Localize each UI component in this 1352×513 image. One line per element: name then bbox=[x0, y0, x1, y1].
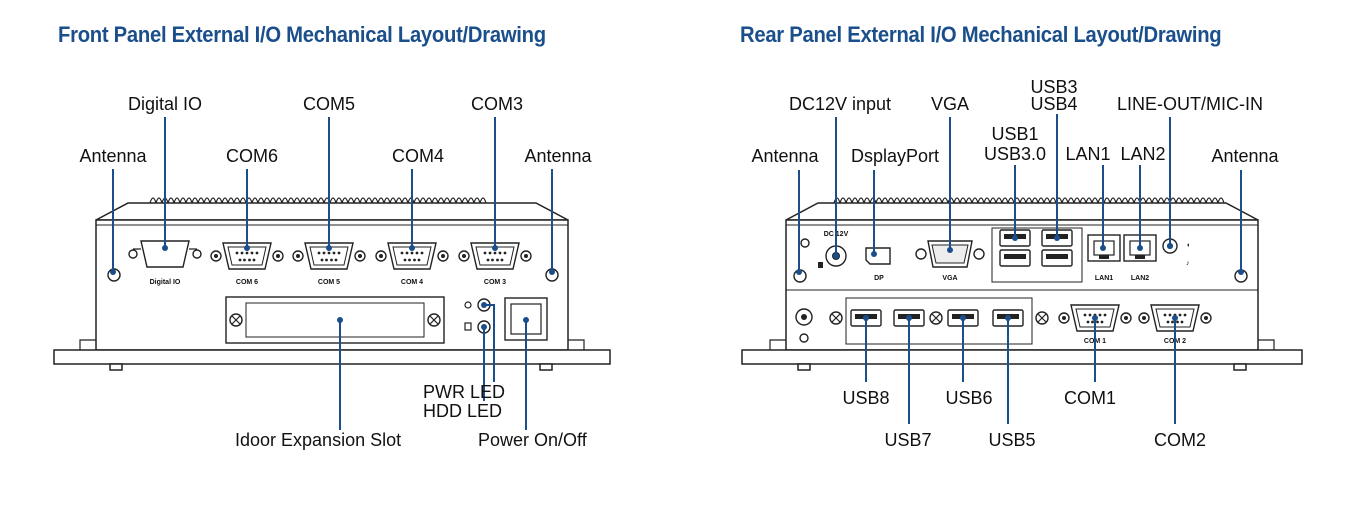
mic-icon: ♪ bbox=[1186, 260, 1190, 267]
callout-digital-io: Digital IO bbox=[128, 94, 202, 114]
panel-label-lan1: LAN1 bbox=[1095, 275, 1113, 282]
callout-com6: COM6 bbox=[226, 146, 278, 166]
panel-label-com3: COM 3 bbox=[484, 279, 506, 286]
usb4-port bbox=[1041, 249, 1073, 267]
panel-label-digital-io: Digital IO bbox=[150, 279, 181, 286]
callout-usb1: USB1 bbox=[991, 124, 1038, 144]
callout-com2: COM2 bbox=[1154, 430, 1206, 450]
hdd-symbol-icon bbox=[464, 322, 472, 331]
callout-usb8: USB8 bbox=[842, 388, 889, 408]
rear-panel-enclosure: DC 12V DP VGA LAN1 LAN2 ◖ ♪ bbox=[741, 197, 1303, 371]
callout-com3: COM3 bbox=[471, 94, 523, 114]
callout-dc12v: DC12V input bbox=[789, 94, 891, 114]
callout-com4: COM4 bbox=[392, 146, 444, 166]
callout-com5: COM5 bbox=[303, 94, 355, 114]
callout-usb6: USB6 bbox=[945, 388, 992, 408]
front-panel-enclosure: Digital IO COM 6 COM 5 COM 4 COM 3 bbox=[53, 197, 611, 371]
rear-leader-lines bbox=[796, 114, 1244, 424]
panel-label-lan2: LAN2 bbox=[1131, 275, 1149, 282]
rear-panel-title: Rear Panel External I/O Mechanical Layou… bbox=[740, 22, 1222, 47]
callout-usb4: USB4 bbox=[1030, 94, 1077, 114]
callout-antenna-right-front: Antenna bbox=[524, 146, 592, 166]
callout-lan1: LAN1 bbox=[1065, 144, 1110, 164]
callout-usb7: USB7 bbox=[884, 430, 931, 450]
panel-label-com6: COM 6 bbox=[236, 279, 258, 286]
callout-pwr-led: PWR LED bbox=[423, 382, 505, 402]
callout-antenna-right-rear: Antenna bbox=[1211, 146, 1279, 166]
vga-connector bbox=[915, 240, 985, 268]
usb2-port bbox=[999, 249, 1031, 267]
callout-vga: VGA bbox=[931, 94, 969, 114]
callout-hdd-led: HDD LED bbox=[423, 401, 502, 421]
panel-label-vga: VGA bbox=[942, 275, 957, 282]
panel-label-dp: DP bbox=[874, 275, 884, 282]
power-symbol-icon bbox=[464, 301, 472, 309]
panel-label-com4: COM 4 bbox=[401, 279, 423, 286]
callout-usb30: USB3.0 bbox=[984, 144, 1046, 164]
callout-com1: COM1 bbox=[1064, 388, 1116, 408]
callout-displayport: DsplayPort bbox=[851, 146, 939, 166]
callout-usb3: USB3 bbox=[1030, 77, 1077, 97]
digital-io-connector bbox=[128, 240, 202, 268]
callout-idoor-slot: Idoor Expansion Slot bbox=[235, 430, 401, 450]
callout-line-out-mic-in: LINE-OUT/MIC-IN bbox=[1117, 94, 1263, 114]
front-panel-title: Front Panel External I/O Mechanical Layo… bbox=[58, 22, 546, 47]
callout-usb5: USB5 bbox=[988, 430, 1035, 450]
displayport-connector bbox=[865, 247, 891, 265]
front-leader-lines bbox=[110, 117, 555, 430]
headphone-icon: ◖ bbox=[1186, 242, 1190, 249]
panel-label-com5: COM 5 bbox=[318, 279, 340, 286]
idoor-expansion-slot bbox=[225, 296, 445, 344]
callout-antenna-left-rear: Antenna bbox=[751, 146, 819, 166]
callout-power-switch: Power On/Off bbox=[478, 430, 588, 450]
callout-antenna-left-front: Antenna bbox=[79, 146, 147, 166]
callout-lan2: LAN2 bbox=[1120, 144, 1165, 164]
